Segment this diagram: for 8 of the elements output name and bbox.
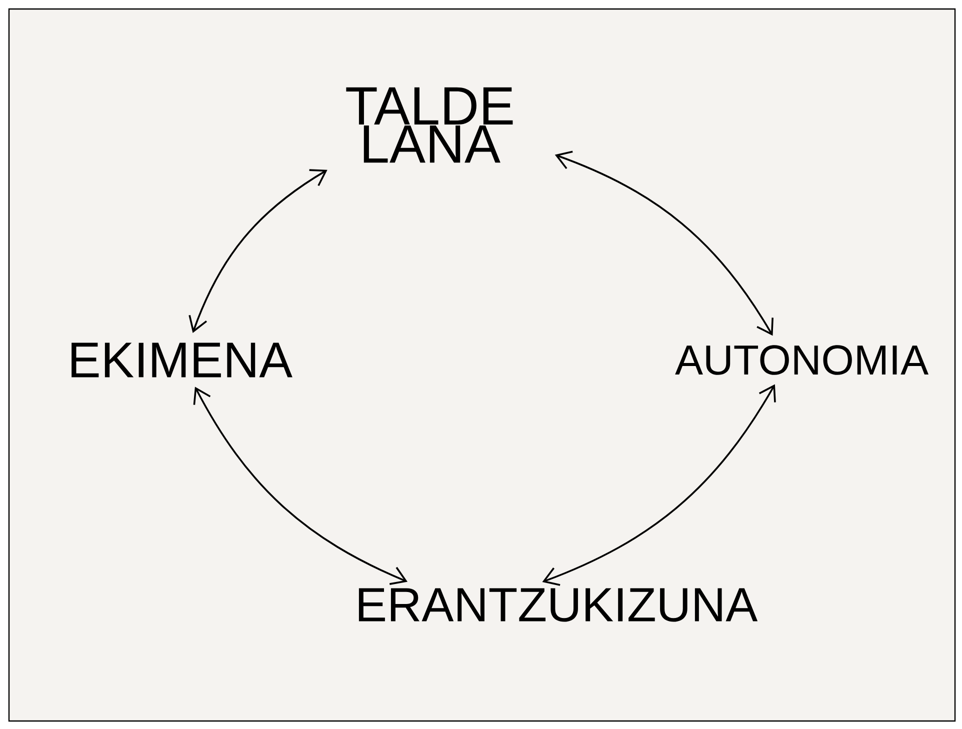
arrow bbox=[193, 386, 408, 585]
word-label: TALDE LANA bbox=[346, 87, 513, 163]
arrow bbox=[188, 169, 328, 333]
arrow bbox=[554, 150, 774, 336]
word-label: ERANTZUKIZUNA bbox=[358, 588, 758, 622]
word-label: AUTONOMIA bbox=[675, 345, 929, 375]
arrow bbox=[542, 384, 776, 586]
word-label: EKIMENA bbox=[72, 342, 292, 378]
